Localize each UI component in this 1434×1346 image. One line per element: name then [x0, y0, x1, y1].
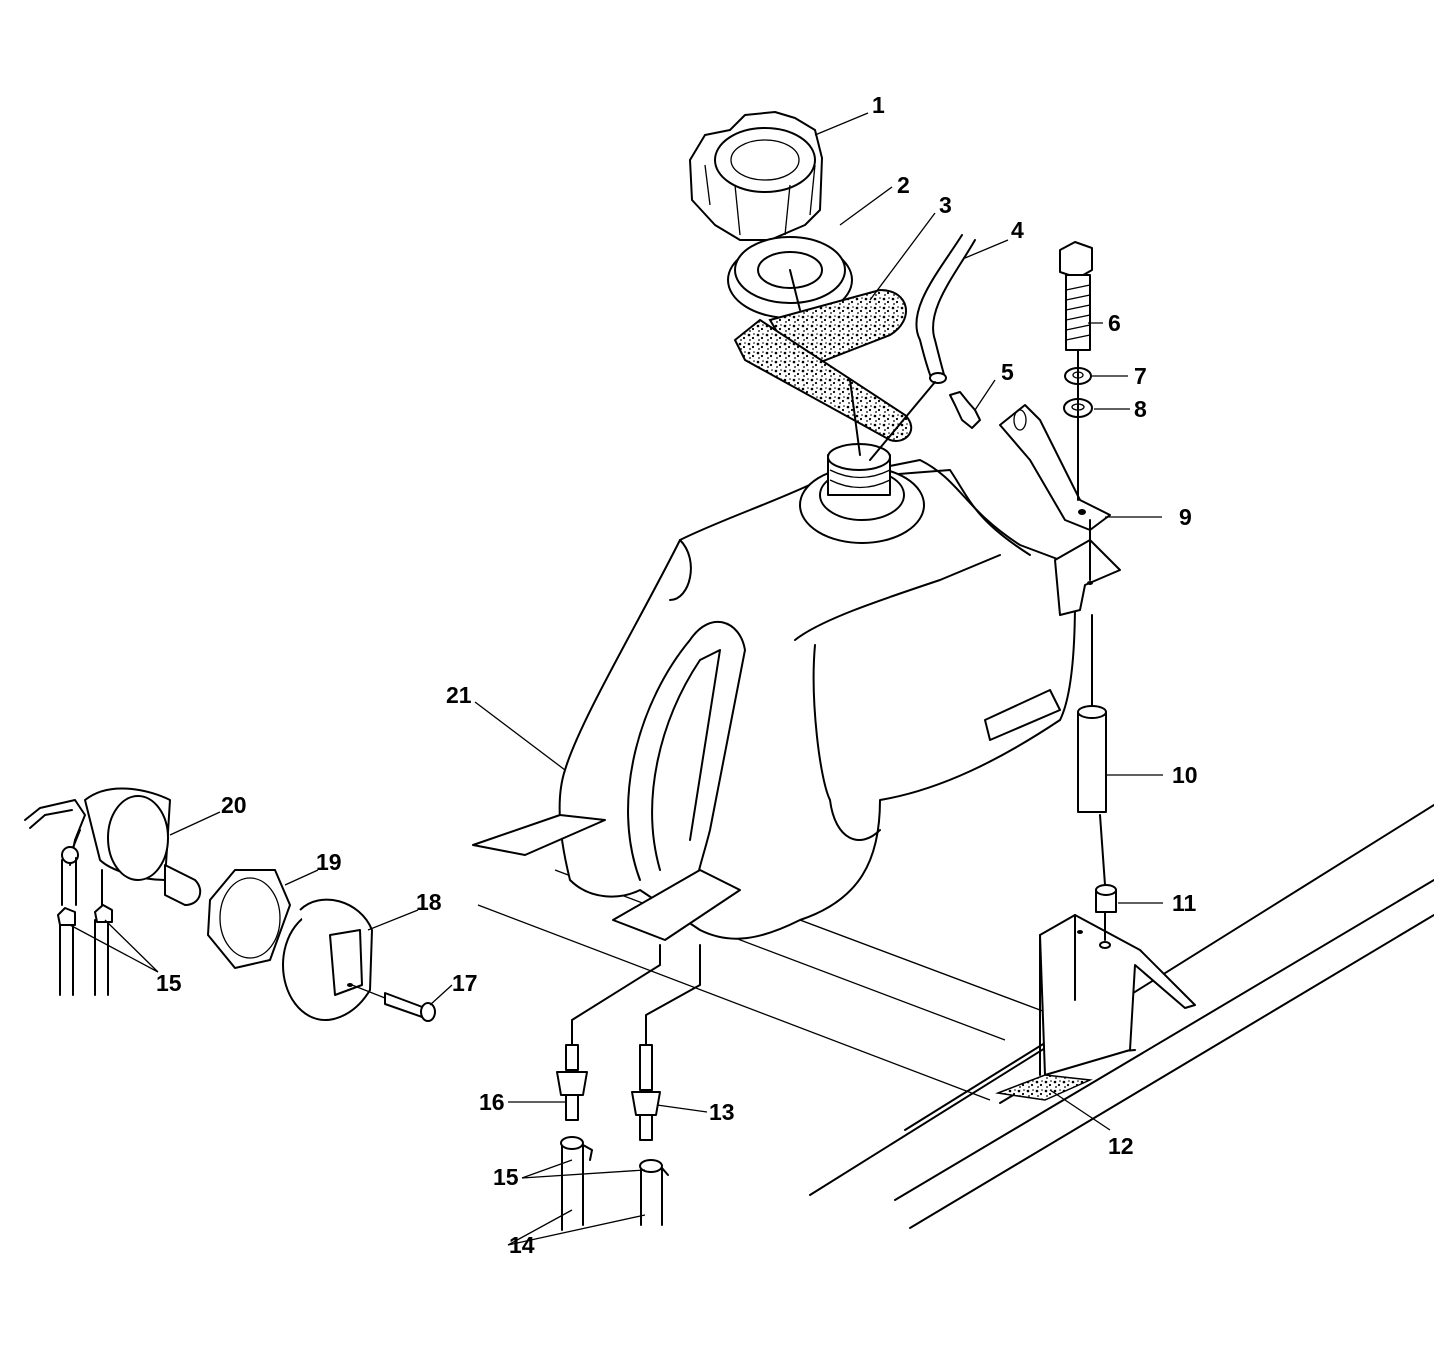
foam-strip-part-3 [733, 288, 913, 442]
fitting-part-13 [631, 944, 701, 1141]
fuel-pump-part-20 [24, 787, 202, 996]
callout-2: 2 [897, 172, 910, 198]
callout-labels: 1 2 3 4 5 6 7 8 9 10 11 12 13 14 15 15 1… [156, 92, 1198, 1258]
vent-hose-part-4 [915, 234, 976, 384]
callout-16: 16 [479, 1089, 505, 1115]
sender-part-18 [282, 898, 373, 1021]
callout-15-bottom: 15 [493, 1164, 519, 1190]
callout-8: 8 [1134, 396, 1147, 422]
callout-17: 17 [452, 970, 478, 996]
callout-19: 19 [316, 849, 342, 875]
callout-20: 20 [221, 792, 247, 818]
bolt-part-6 [1059, 241, 1093, 351]
fuel-hose-part-14 [560, 1136, 669, 1231]
callout-3: 3 [939, 192, 952, 218]
callout-18: 18 [416, 889, 442, 915]
fuel-cap-part-1 [689, 111, 823, 241]
frame [477, 804, 1434, 1229]
callout-13: 13 [709, 1099, 735, 1125]
callout-6: 6 [1108, 310, 1121, 336]
callout-14: 14 [509, 1232, 535, 1258]
callout-1: 1 [872, 92, 885, 118]
leader-lines [69, 112, 1163, 1246]
callout-12: 12 [1108, 1133, 1134, 1159]
callout-21: 21 [446, 682, 472, 708]
callout-11: 11 [1172, 890, 1197, 916]
callout-7: 7 [1134, 363, 1147, 389]
callout-9: 9 [1179, 504, 1192, 530]
spacer-part-10 [1077, 705, 1107, 813]
fitting-part-16 [556, 944, 661, 1121]
decal-part-12 [995, 1074, 1093, 1101]
callout-4: 4 [1011, 217, 1024, 243]
assembly-line [789, 269, 1106, 941]
callout-15-left: 15 [156, 970, 182, 996]
nut-part-19 [207, 869, 291, 969]
bracket-part-9 [999, 404, 1111, 531]
bushing-part-11 [1095, 884, 1117, 913]
fuel-tank-part-21 [472, 443, 1121, 941]
callout-10: 10 [1172, 762, 1198, 788]
fitting-part-5 [869, 381, 981, 461]
screw-part-17 [351, 984, 436, 1022]
callout-5: 5 [1001, 359, 1014, 385]
